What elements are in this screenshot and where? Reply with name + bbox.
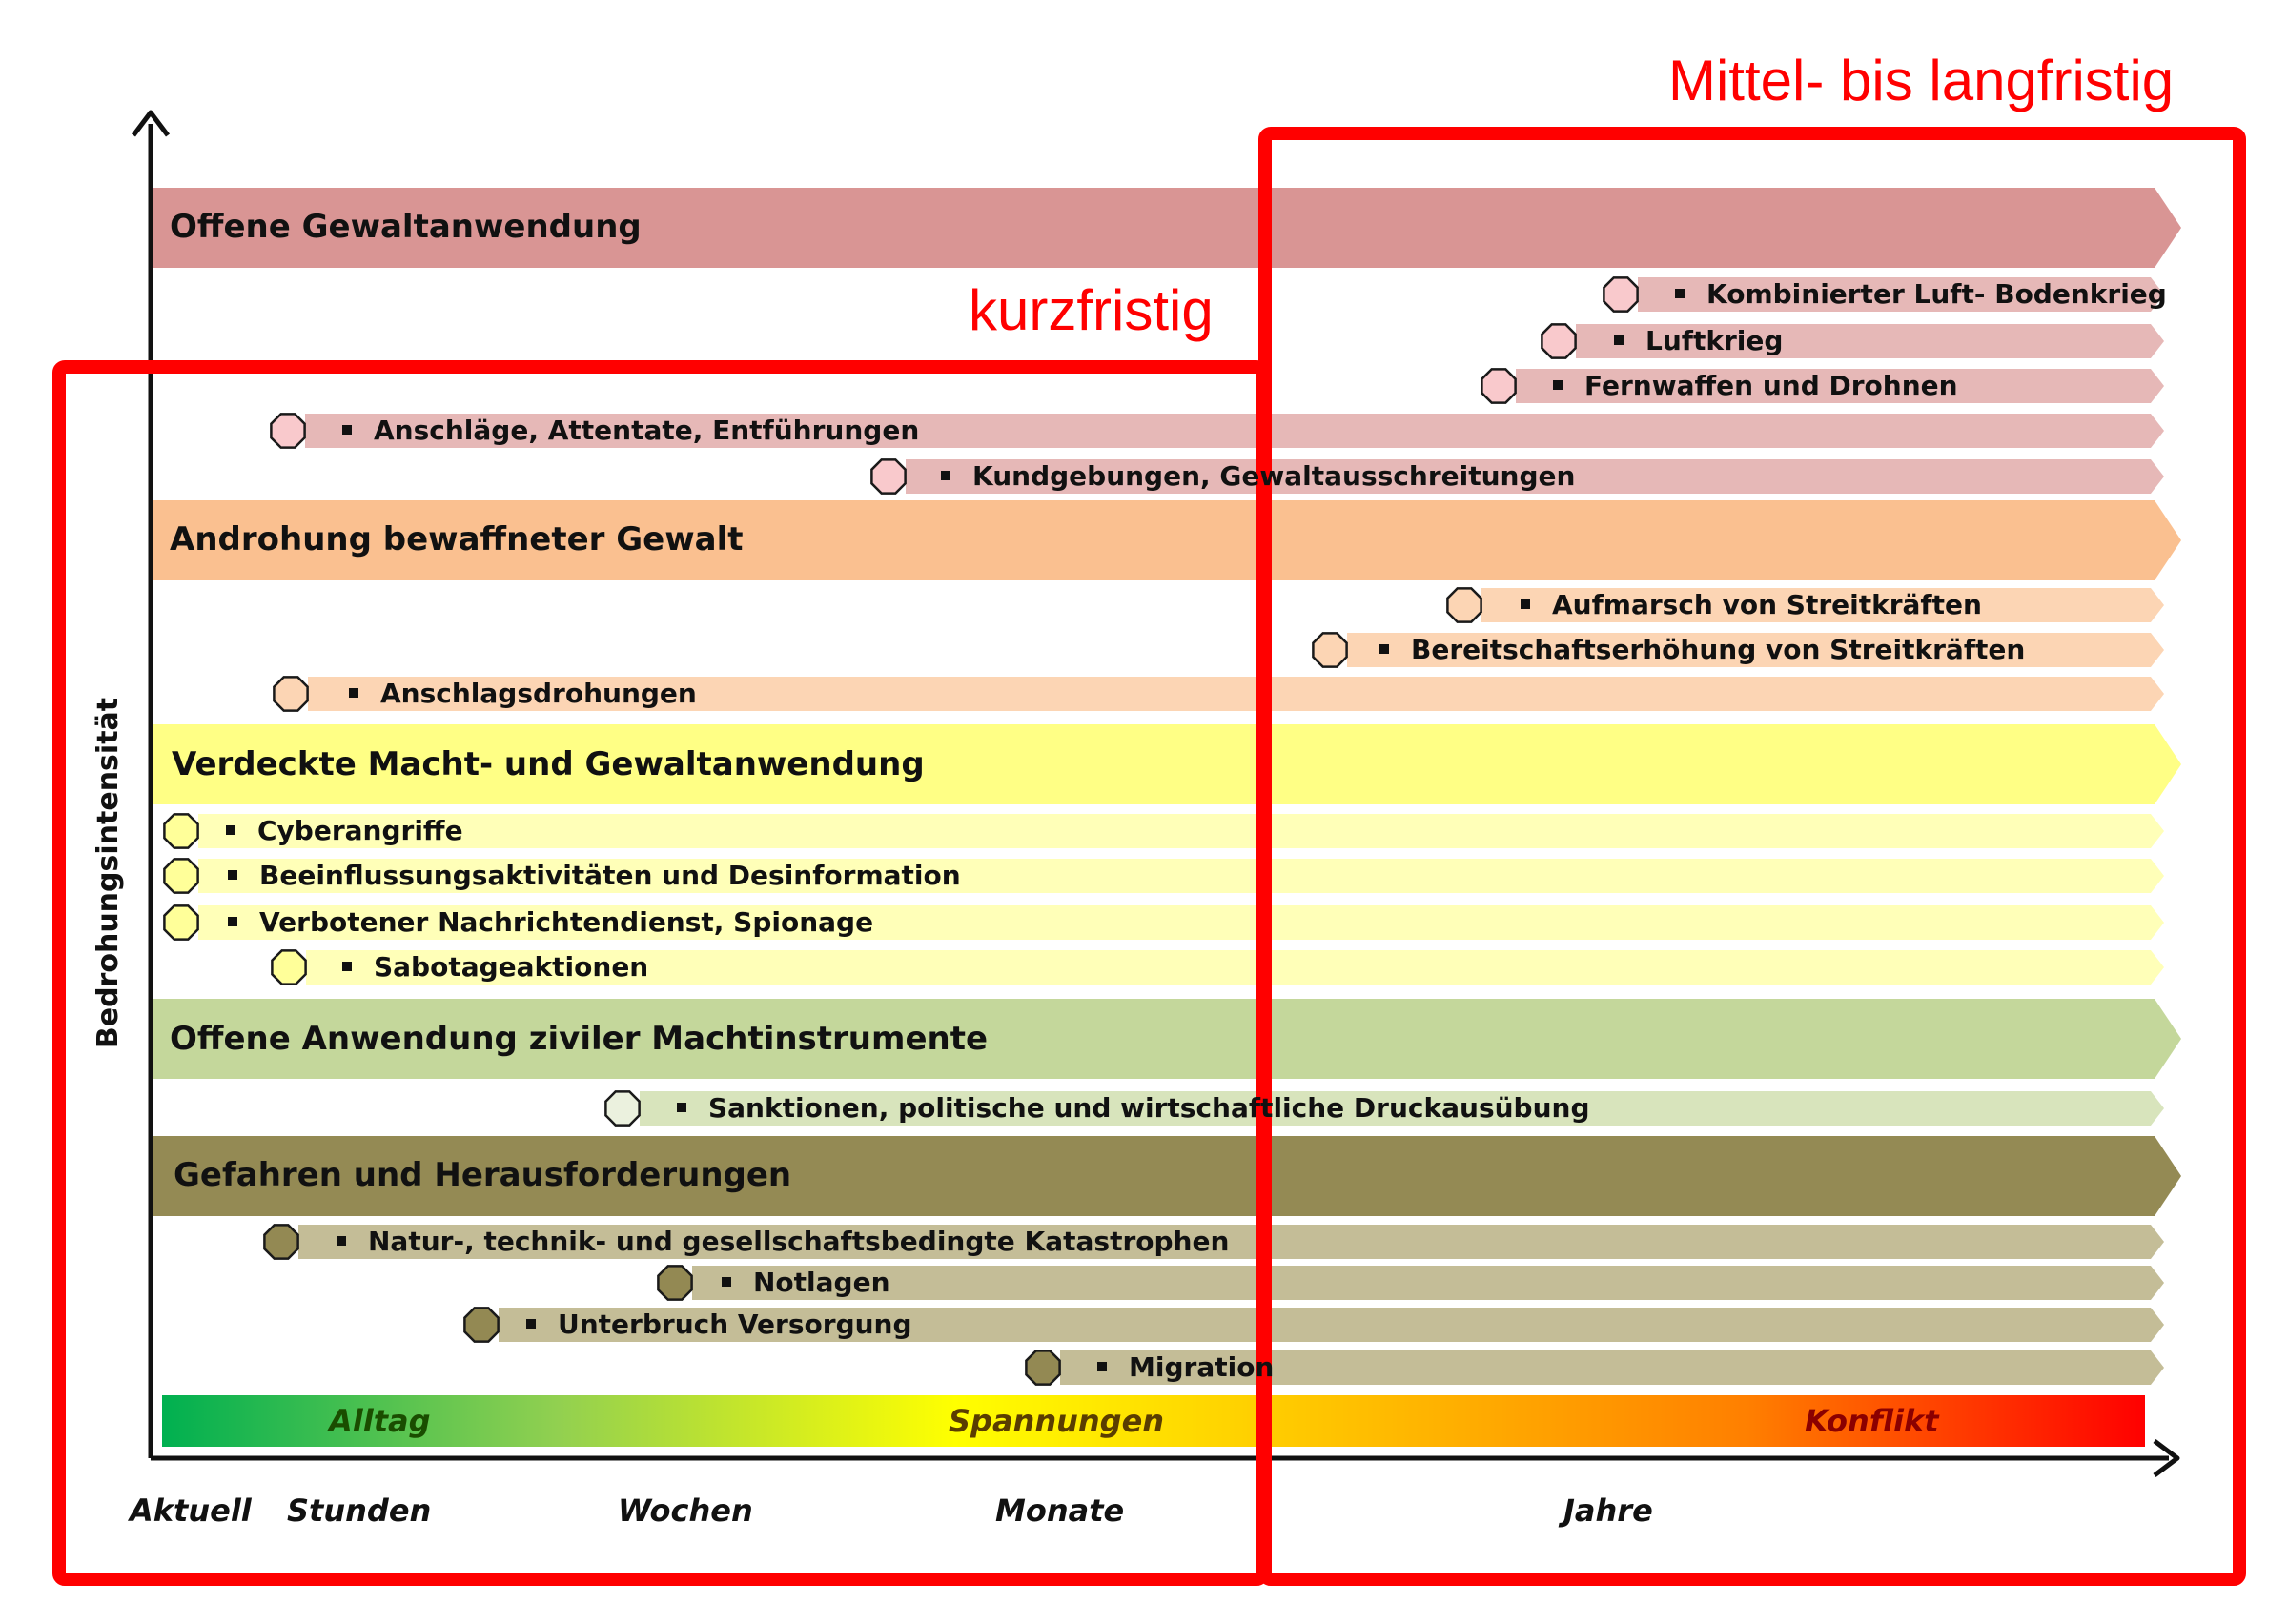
category-band bbox=[153, 188, 2181, 268]
long-term-label: Mittel- bis langfristig bbox=[1668, 49, 2175, 112]
item-bullet bbox=[1379, 644, 1389, 654]
item-marker bbox=[657, 1265, 693, 1301]
item-bar bbox=[198, 859, 2164, 893]
scale-label: Konflikt bbox=[1805, 1403, 1939, 1439]
item-label: Sabotageaktionen bbox=[374, 951, 649, 983]
item-label: Anschlagsdrohungen bbox=[380, 678, 697, 709]
time-axis-label: Aktuell bbox=[130, 1492, 252, 1529]
scale-label: Spannungen bbox=[949, 1403, 1165, 1439]
item-bar bbox=[1576, 324, 2164, 358]
item-marker bbox=[163, 813, 199, 849]
item-marker bbox=[163, 858, 199, 894]
item-label: Unterbruch Versorgung bbox=[558, 1309, 912, 1340]
item-label: Anschläge, Attentate, Entführungen bbox=[374, 415, 920, 446]
item-label: Bereitschaftserhöhung von Streitkräften bbox=[1411, 634, 2026, 665]
item-bar bbox=[1638, 277, 2164, 312]
item-marker bbox=[1481, 368, 1517, 404]
item-bullet bbox=[677, 1103, 686, 1112]
item-bullet bbox=[226, 825, 235, 835]
item-marker bbox=[1603, 276, 1639, 313]
item-bar bbox=[198, 814, 2164, 848]
scale-label: Alltag bbox=[329, 1403, 431, 1439]
item-bar bbox=[1060, 1350, 2164, 1385]
item-bar bbox=[1481, 588, 2164, 622]
item-bullet bbox=[342, 962, 352, 971]
y-axis-label: Bedrohungsintensität bbox=[92, 697, 126, 1049]
item-marker bbox=[1446, 587, 1482, 623]
category-band bbox=[153, 1136, 2181, 1216]
item-label: Kombinierter Luft- Bodenkrieg bbox=[1706, 278, 2167, 310]
item-marker bbox=[1025, 1350, 1061, 1386]
item-bullet bbox=[1675, 289, 1685, 298]
item-label: Cyberangriffe bbox=[257, 815, 463, 846]
long-term-frame bbox=[1258, 127, 2246, 1586]
item-bar bbox=[906, 459, 2164, 494]
item-bullet bbox=[228, 917, 237, 926]
item-bullet bbox=[228, 870, 237, 880]
item-bullet bbox=[1097, 1362, 1107, 1371]
category-band bbox=[153, 500, 2181, 580]
item-marker bbox=[263, 1224, 299, 1260]
item-marker bbox=[1312, 632, 1348, 668]
item-marker bbox=[270, 413, 306, 449]
category-band bbox=[153, 724, 2181, 804]
item-bullet bbox=[941, 471, 950, 480]
item-bar bbox=[640, 1091, 2164, 1126]
time-axis-label: Jahre bbox=[1563, 1492, 1653, 1529]
x-axis-arrow bbox=[2153, 1439, 2180, 1477]
item-label: Aufmarsch von Streitkräften bbox=[1552, 589, 1982, 620]
category-band bbox=[153, 999, 2181, 1079]
item-bar bbox=[308, 677, 2164, 711]
severity-scale-bar bbox=[162, 1395, 2145, 1447]
item-label: Beeinflussungsaktivitäten und Desinforma… bbox=[259, 860, 961, 891]
item-label: Sanktionen, politische und wirtschaftlic… bbox=[708, 1092, 1590, 1124]
item-bar bbox=[298, 1225, 2164, 1259]
item-bullet bbox=[1553, 380, 1563, 390]
y-axis-arrow bbox=[132, 110, 170, 137]
category-label: Offene Gewaltanwendung bbox=[170, 208, 642, 246]
item-marker bbox=[273, 676, 309, 712]
item-label: Kundgebungen, Gewaltausschreitungen bbox=[972, 460, 1576, 492]
item-bullet bbox=[1614, 335, 1624, 345]
item-label: Notlagen bbox=[753, 1267, 890, 1298]
item-marker bbox=[271, 949, 307, 985]
item-label: Natur-, technik- und gesellschaftsbeding… bbox=[368, 1226, 1230, 1257]
item-label: Migration bbox=[1129, 1351, 1275, 1383]
item-bar bbox=[198, 905, 2164, 940]
category-label: Verdeckte Macht- und Gewaltanwendung bbox=[172, 745, 925, 783]
item-bar bbox=[1347, 633, 2164, 667]
item-bullet bbox=[349, 688, 358, 698]
item-marker bbox=[604, 1090, 641, 1127]
item-label: Verbotener Nachrichtendienst, Spionage bbox=[259, 906, 874, 938]
item-marker bbox=[870, 458, 907, 495]
item-label: Fernwaffen und Drohnen bbox=[1584, 370, 1958, 401]
item-bullet bbox=[526, 1319, 536, 1329]
item-bar bbox=[306, 950, 2164, 985]
item-label: Luftkrieg bbox=[1645, 325, 1784, 356]
item-bar bbox=[499, 1308, 2164, 1342]
item-bullet bbox=[1521, 599, 1530, 609]
item-bullet bbox=[722, 1277, 731, 1287]
category-label: Androhung bewaffneter Gewalt bbox=[170, 520, 744, 558]
item-bar bbox=[1516, 369, 2164, 403]
time-axis-label: Stunden bbox=[287, 1492, 432, 1529]
item-bullet bbox=[337, 1236, 346, 1246]
item-marker bbox=[463, 1307, 500, 1343]
item-marker bbox=[163, 904, 199, 941]
category-label: Gefahren und Herausforderungen bbox=[174, 1156, 792, 1194]
short-term-label: kurzfristig bbox=[969, 278, 1214, 342]
item-bar bbox=[305, 414, 2164, 448]
item-bar bbox=[692, 1266, 2164, 1300]
category-label: Offene Anwendung ziviler Machtinstrument… bbox=[170, 1020, 989, 1058]
time-axis-label: Monate bbox=[995, 1492, 1125, 1529]
item-marker bbox=[1541, 323, 1577, 359]
item-bullet bbox=[342, 425, 352, 435]
time-axis-label: Wochen bbox=[618, 1492, 753, 1529]
